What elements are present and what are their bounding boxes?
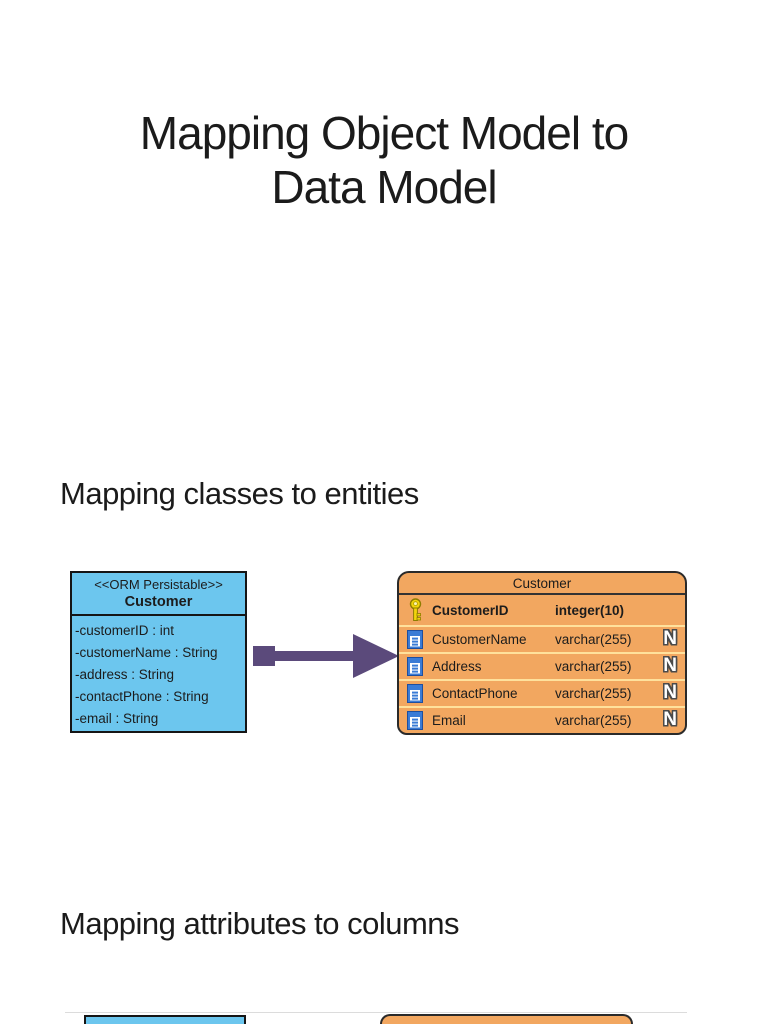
- uml-attribute: -contactPhone : String: [75, 689, 209, 704]
- column-name: ContactPhone: [432, 686, 518, 701]
- uml-attribute: -customerName : String: [75, 645, 218, 660]
- maps-to-arrow-icon: [253, 634, 399, 678]
- table-row: Email varchar(255) N: [399, 706, 685, 733]
- column-name: Address: [432, 659, 482, 674]
- entity-table-name: Customer: [399, 573, 685, 595]
- nullable-badge: N: [663, 708, 677, 730]
- table-row: ContactPhone varchar(255) N: [399, 679, 685, 706]
- column-icon: [406, 630, 424, 649]
- nullable-badge: N: [663, 681, 677, 703]
- uml-attribute: -customerID : int: [75, 623, 175, 638]
- column-type: integer(10): [555, 602, 625, 618]
- uml-attribute: -email : String: [75, 711, 159, 726]
- uml-class-box: <<ORM Persistable>> Customer -customerID…: [70, 571, 247, 733]
- uml-class-box-partial: [84, 1015, 246, 1024]
- column-icon: [406, 684, 424, 703]
- column-name: CustomerName: [432, 632, 527, 647]
- column-type: varchar(255): [555, 713, 632, 728]
- section-heading-attributes-to-columns: Mapping attributes to columns: [60, 906, 460, 941]
- uml-attribute-list: -customerID : int -customerName : String…: [72, 616, 245, 730]
- column-type: varchar(255): [555, 686, 632, 701]
- column-icon: [406, 711, 424, 730]
- table-row: CustomerName varchar(255) N: [399, 625, 685, 652]
- column-type: varchar(255): [555, 659, 632, 674]
- nullable-badge: N: [663, 654, 677, 676]
- column-icon: [406, 657, 424, 676]
- uml-stereotype: <<ORM Persistable>>: [94, 577, 223, 592]
- table-row: CustomerID integer(10): [399, 595, 685, 625]
- uml-class-name: Customer: [124, 594, 193, 610]
- entity-table-partial: [380, 1014, 633, 1024]
- uml-class-header: <<ORM Persistable>> Customer: [72, 573, 245, 616]
- section-heading-classes-to-entities: Mapping classes to entities: [60, 476, 419, 511]
- column-name: Email: [432, 713, 466, 728]
- figure2-top-edge: [65, 1012, 687, 1013]
- column-name: CustomerID: [432, 602, 509, 618]
- table-row: Address varchar(255) N: [399, 652, 685, 679]
- uml-attribute: -address : String: [75, 667, 175, 682]
- entity-table: Customer CustomerID integer(10): [397, 571, 687, 735]
- nullable-badge: N: [663, 627, 677, 649]
- slide-title: Mapping Object Model to Data Model: [139, 107, 629, 213]
- primary-key-icon: [406, 598, 424, 622]
- column-type: varchar(255): [555, 632, 632, 647]
